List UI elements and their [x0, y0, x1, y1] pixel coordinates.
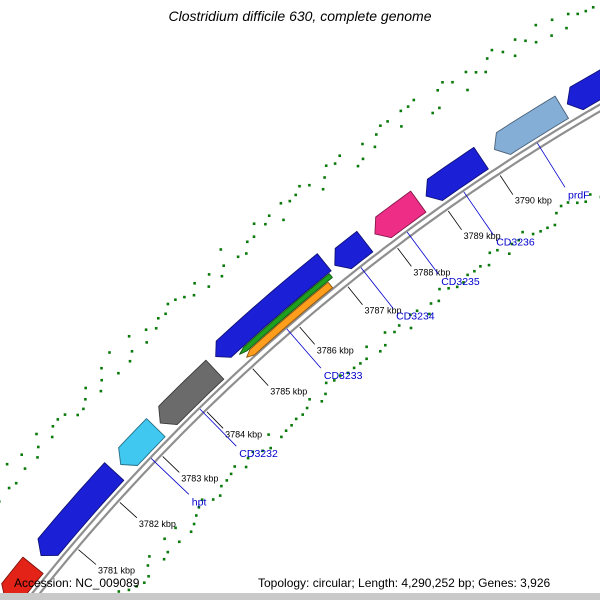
gene-unlabeled[interactable] — [37, 462, 125, 556]
gene-label-cd3232[interactable]: CD3232 — [239, 448, 278, 460]
status-bar: Accession: NC_009089 Topology: circular;… — [0, 576, 600, 592]
tick-label: 3781 kbp — [98, 566, 135, 576]
genome-backbone-line — [33, 110, 600, 600]
tick-mark — [78, 549, 97, 565]
gene-unlabeled[interactable] — [239, 273, 333, 355]
gene-hpt[interactable] — [118, 418, 166, 466]
gene-cd3233[interactable] — [215, 253, 332, 358]
gene-cd3235[interactable] — [374, 190, 427, 239]
gene-cd3234[interactable] — [334, 230, 374, 270]
gene-label-leader — [537, 142, 566, 188]
gene-label-leader — [463, 191, 494, 235]
status-accession: Accession: NC_009089 — [14, 576, 140, 590]
tick-label: 3784 kbp — [225, 429, 262, 439]
status-bar-bottom-strip — [0, 593, 600, 600]
status-topology: Topology: circular; Length: 4,290,252 bp… — [258, 576, 551, 590]
gene-label-leader — [150, 458, 190, 495]
tick-mark — [447, 210, 462, 231]
tick-mark — [397, 247, 412, 267]
gene-label-cd3234[interactable]: CD3234 — [396, 310, 435, 322]
tick-mark — [162, 456, 180, 473]
tick-label: 3788 kbp — [413, 267, 450, 277]
tick-mark — [206, 411, 224, 429]
gene-label-hpt[interactable]: hpt — [192, 496, 207, 508]
tick-label: 3790 kbp — [515, 196, 552, 206]
tick-label: 3785 kbp — [270, 387, 307, 397]
gene-label-cd3233[interactable]: CD3233 — [324, 370, 363, 382]
tick-label: 3782 kbp — [139, 519, 176, 529]
tick-label: 3786 kbp — [317, 345, 354, 355]
tick-mark — [299, 326, 316, 345]
tick-label: 3789 kbp — [464, 231, 501, 241]
gene-label-leader — [286, 328, 322, 369]
gene-label-prdf[interactable]: prdF — [568, 189, 590, 201]
tick-mark — [119, 502, 138, 519]
genome-backbone-line — [25, 103, 600, 600]
gc-dot-track-inner — [117, 193, 600, 593]
gene-unlabeled[interactable] — [566, 63, 600, 111]
gene-prdf[interactable] — [493, 95, 569, 155]
tick-mark — [499, 175, 514, 195]
gene-cd3232[interactable] — [158, 359, 225, 426]
gene-label-cd3236[interactable]: CD3236 — [496, 237, 535, 249]
tick-mark — [347, 286, 363, 305]
gene-label-leader — [360, 267, 394, 309]
gene-unlabeled[interactable] — [246, 281, 334, 358]
gene-label-cd3235[interactable]: CD3235 — [441, 276, 480, 288]
gene-label-leader — [406, 231, 439, 275]
tick-mark — [252, 368, 269, 386]
tick-label: 3787 kbp — [365, 306, 402, 316]
tick-label: 3783 kbp — [181, 473, 218, 483]
gene-label-leader — [199, 408, 237, 447]
genome-title: Clostridium difficile 630, complete geno… — [168, 8, 432, 24]
gc-dot-track-outer — [0, 6, 595, 503]
gene-cd3236[interactable] — [425, 146, 489, 201]
